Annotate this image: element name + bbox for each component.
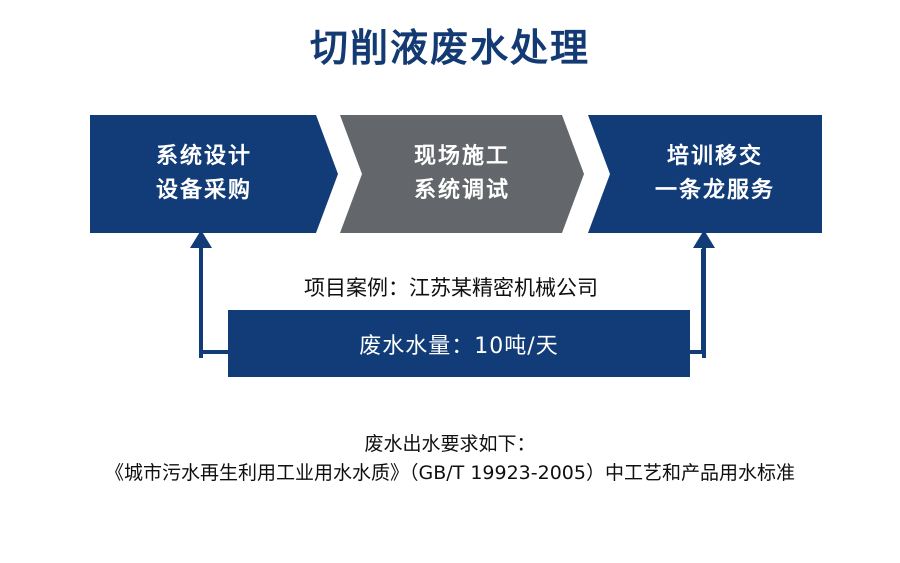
process-step-2-line-2: 系统调试 [413, 178, 510, 203]
process-step-2: 现场施工 系统调试 [340, 115, 584, 233]
process-step-3-line-2: 一条龙服务 [654, 178, 775, 203]
page-title: 切削液废水处理 [309, 26, 590, 70]
case-volume-band: 废水水量：10吨/天 [228, 310, 690, 377]
footer-notes: 废水出水要求如下： 《城市污水再生利用工业用水水质》（GB/T 19923-20… [0, 430, 900, 487]
process-step-1-line-1: 系统设计 [155, 143, 252, 169]
case-volume-text: 废水水量：10吨/天 [359, 333, 559, 359]
process-step-3: 培训移交 一条龙服务 [588, 115, 822, 233]
process-step-1-line-2: 设备采购 [155, 178, 252, 203]
process-step-2-line-1: 现场施工 [413, 143, 510, 169]
process-step-3-line-1: 培训移交 [666, 143, 763, 169]
footer-standard-reference: 《城市污水再生利用工业用水水质》（GB/T 19923-2005）中工艺和产品用… [105, 461, 795, 484]
process-step-1: 系统设计 设备采购 [90, 115, 338, 233]
case-title: 项目案例：江苏某精密机械公司 [304, 276, 598, 300]
footer-requirement-heading: 废水出水要求如下： [364, 433, 536, 455]
